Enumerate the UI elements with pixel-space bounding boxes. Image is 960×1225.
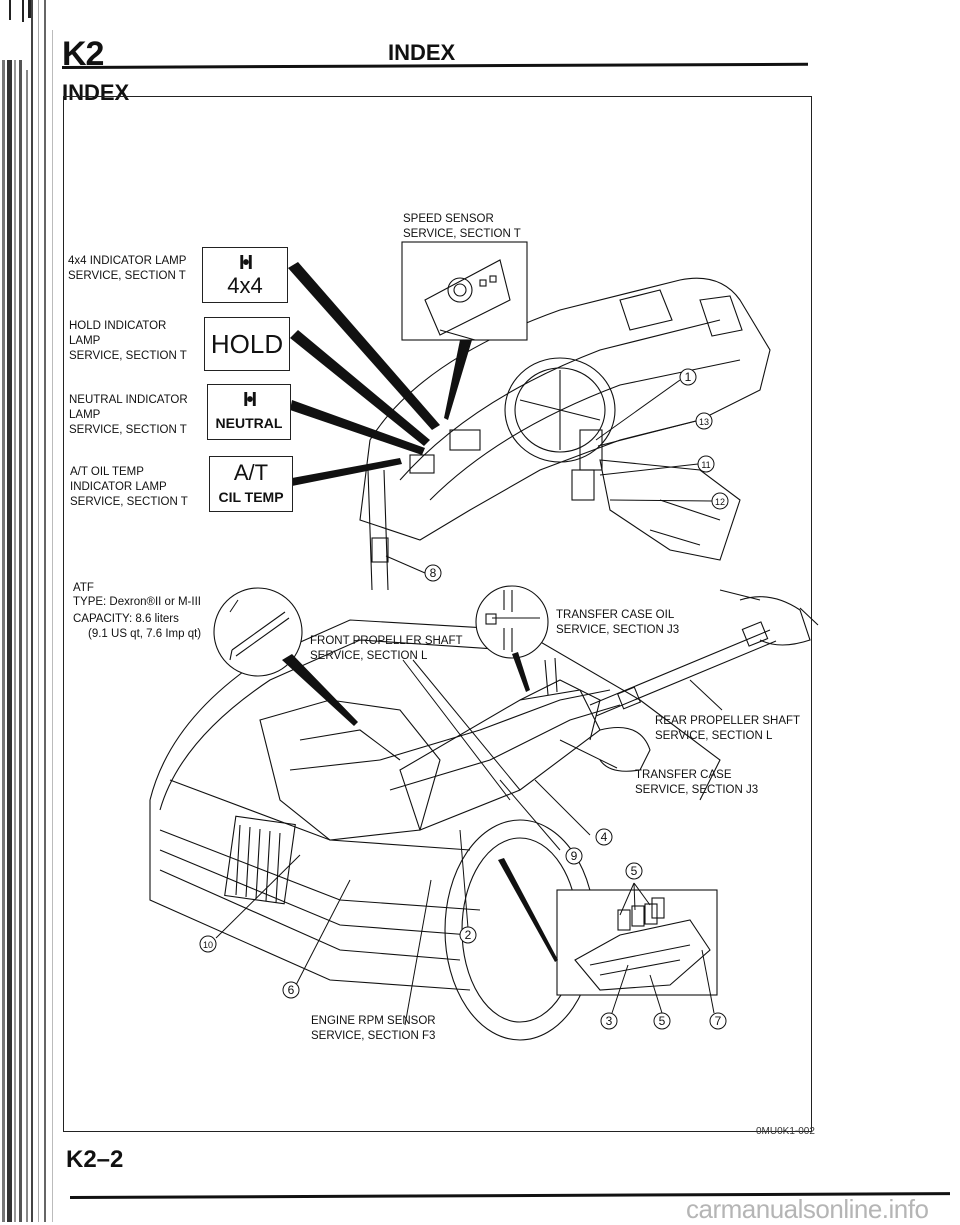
callout-3-text: 3: [606, 1014, 613, 1028]
page-header-title: INDEX: [388, 40, 456, 65]
callout-2-text: 2: [465, 928, 472, 942]
callout-5a: [625, 862, 643, 880]
lamp-hold: HOLD: [204, 317, 290, 371]
label-neutral-indicator-lamp: NEUTRAL INDICATOR LAMP SERVICE, SECTION …: [69, 394, 188, 436]
lamp-hold-text: HOLD: [210, 329, 284, 359]
speed-sensor-inset: [401, 241, 528, 341]
lamp-at-oil-temp: A/T CIL TEMP: [209, 456, 293, 512]
transfer-case-oil-inset: [475, 585, 549, 659]
lamp-oil-temp-text: CIL TEMP: [218, 489, 284, 505]
callout-markers: [199, 368, 729, 1030]
callout-9: [565, 847, 583, 865]
figure-code: 0MU0K1-002: [756, 1126, 815, 1137]
4wd-axle-icon: I•I: [238, 252, 253, 274]
callout-4-text: 4: [601, 830, 608, 844]
callout-9-text: 9: [571, 849, 578, 863]
lamp-4x4: I•I 4x4: [202, 247, 288, 303]
callout-6: [282, 981, 300, 999]
label-hold-indicator-lamp: HOLD INDICATOR LAMP SERVICE, SECTION T: [69, 320, 187, 362]
label-rear-propeller-shaft: REAR PROPELLER SHAFT SERVICE, SECTION L: [655, 715, 801, 742]
neutral-axle-icon: I•I: [242, 389, 257, 411]
callout-3: [600, 1012, 618, 1030]
callout-5b-text: 5: [659, 1014, 666, 1028]
lamp-neutral: I•I NEUTRAL: [207, 384, 291, 440]
callout-1-text: 1: [685, 370, 692, 384]
label-speed-sensor: SPEED SENSOR SERVICE, SECTION T: [403, 213, 521, 240]
binding-edge: [0, 0, 62, 1222]
page-number: K2–2: [66, 1146, 124, 1173]
callout-2: [459, 926, 477, 944]
callout-5b: [653, 1012, 671, 1030]
atf-title: ATF: [73, 582, 94, 594]
valve-body-inset: [556, 889, 718, 996]
callout-6-text: 6: [288, 983, 295, 997]
label-at-oil-temp-lamp: A/T OIL TEMP INDICATOR LAMP SERVICE, SEC…: [70, 466, 188, 508]
label-transfer-case-oil: TRANSFER CASE OIL SERVICE, SECTION J3: [556, 609, 680, 636]
section-subtitle: INDEX: [62, 80, 130, 105]
lamp-4x4-text: 4x4: [227, 273, 263, 298]
callout-7-text: 7: [715, 1014, 722, 1028]
callout-12: [711, 492, 729, 510]
figure-frame: [63, 96, 812, 1132]
callout-11: [697, 455, 715, 473]
lamp-neutral-text: NEUTRAL: [215, 415, 283, 431]
callout-10: [199, 935, 217, 953]
callout-5a-text: 5: [631, 864, 638, 878]
callout-13-text: 13: [699, 417, 709, 427]
callout-7: [709, 1012, 727, 1030]
atf-capacity: CAPACITY: 8.6 liters: [73, 613, 179, 625]
label-transfer-case: TRANSFER CASE SERVICE, SECTION J3: [635, 769, 759, 796]
callout-1: [679, 368, 697, 386]
label-4x4-indicator-lamp: 4x4 INDICATOR LAMP SERVICE, SECTION T: [68, 255, 187, 282]
callout-13: [695, 412, 713, 430]
callout-12-text: 12: [715, 497, 725, 507]
label-front-propeller-shaft: FRONT PROPELLER SHAFT SERVICE, SECTION L: [310, 635, 463, 662]
lamp-at-text: A/T: [233, 460, 269, 485]
callout-4: [595, 828, 613, 846]
callout-11-text: 11: [701, 460, 710, 470]
label-engine-rpm-sensor: ENGINE RPM SENSOR SERVICE, SECTION F3: [311, 1015, 436, 1042]
atf-dipstick-inset: [213, 587, 303, 677]
watermark: carmanualsonline.info: [686, 1194, 929, 1224]
atf-capacity-alt: (9.1 US qt, 7.6 Imp qt): [88, 628, 202, 640]
callout-8: [424, 564, 442, 582]
atf-type: TYPE: Dexron®II or M-III: [73, 596, 201, 608]
pointer-wedges: [282, 262, 558, 962]
leader-lines: [215, 379, 723, 1026]
callout-10-text: 10: [203, 940, 213, 950]
callout-8-text: 8: [430, 566, 437, 580]
